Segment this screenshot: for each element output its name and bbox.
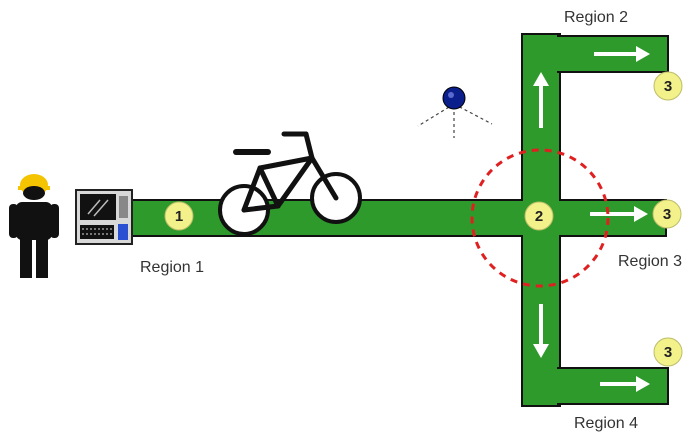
overhead-sensor-icon — [417, 86, 493, 138]
road-network — [127, 33, 669, 407]
road-join-bottom — [523, 369, 563, 403]
marker-3-middle-label: 3 — [663, 206, 671, 223]
marker-3-top-label: 3 — [664, 78, 672, 95]
arrow-icon — [590, 206, 648, 222]
region-4-label: Region 4 — [574, 415, 638, 432]
bicycle-icon — [218, 131, 362, 236]
marker-2: 2 — [524, 201, 554, 231]
arrow-icon — [594, 46, 650, 62]
marker-3-bottom-label: 3 — [664, 344, 672, 361]
worker-icon — [9, 174, 59, 278]
control-terminal-icon — [75, 189, 133, 245]
main-road — [127, 199, 667, 237]
road-join-top — [523, 37, 563, 71]
arrow-icon — [533, 72, 549, 128]
region-3-label: Region 3 — [618, 253, 682, 270]
marker-1-label: 1 — [175, 208, 183, 225]
marker-2-label: 2 — [535, 208, 543, 225]
region-2-label: Region 2 — [564, 9, 628, 26]
arrow-icon — [600, 376, 650, 392]
markers: 1 2 3 3 3 — [164, 71, 683, 367]
marker-3-top: 3 — [653, 71, 683, 101]
marker-3-bottom: 3 — [653, 337, 683, 367]
arrow-icon — [533, 304, 549, 358]
detection-zone-circle — [470, 148, 610, 288]
region-1-label: Region 1 — [140, 259, 204, 276]
marker-1: 1 — [164, 201, 194, 231]
direction-arrows — [533, 46, 650, 392]
marker-3-middle: 3 — [652, 199, 682, 229]
